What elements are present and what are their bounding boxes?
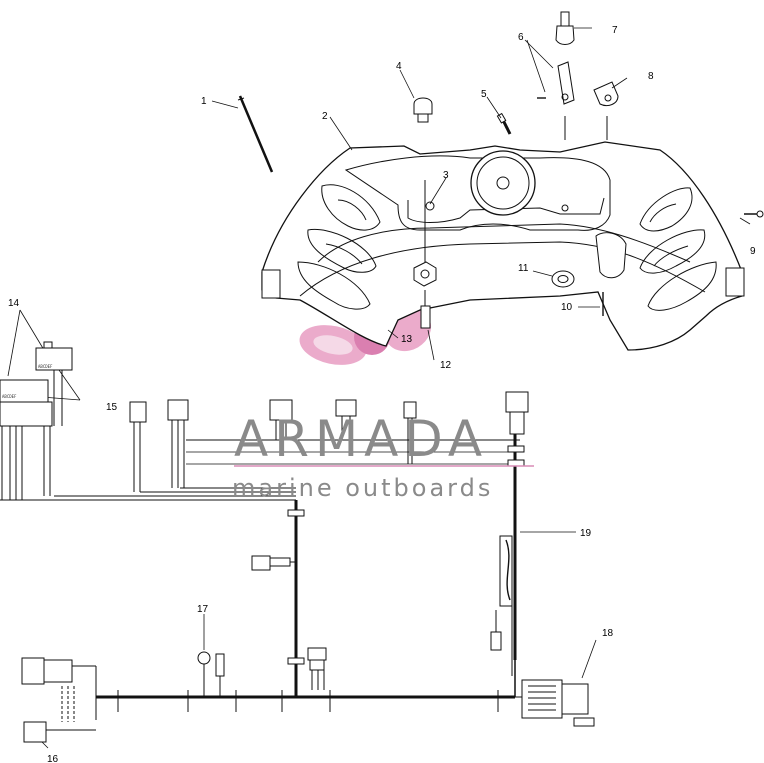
part-9-screw — [744, 210, 764, 218]
callout-11: 11 — [518, 263, 529, 274]
part-11-grommet — [551, 270, 575, 288]
armada-watermark: ARMADA marine outboards — [232, 410, 534, 502]
callout-12: 12 — [440, 360, 452, 371]
part-5-screw — [496, 112, 512, 135]
callout-7: 7 — [612, 25, 618, 36]
callout-9: 9 — [750, 246, 756, 257]
connector-code-b: ABCDEF — [2, 394, 17, 399]
part-4-grommet — [413, 97, 433, 123]
callout-17: 17 — [197, 604, 209, 615]
leader-lines — [7, 27, 751, 749]
callout-1: 1 — [201, 96, 207, 107]
callout-19: 19 — [580, 528, 592, 539]
part-7-knob — [555, 11, 575, 45]
callout-2: 2 — [322, 111, 328, 122]
callout-10: 10 — [561, 302, 573, 313]
callout-labels: 1 2 3 4 5 6 7 8 9 10 11 12 13 14 15 16 1… — [8, 25, 756, 763]
watermark-tagline: marine outboards — [232, 474, 493, 502]
callout-13: 13 — [401, 334, 413, 345]
connector-group-15 — [129, 391, 529, 492]
part-12-fuse — [420, 290, 431, 329]
callout-16: 16 — [47, 754, 59, 763]
callout-6: 6 — [518, 32, 524, 43]
callout-14: 14 — [8, 298, 20, 309]
watermark-brand: ARMADA — [234, 410, 488, 468]
connector-code-a: ABCDEF — [38, 364, 53, 369]
part-3-nut — [413, 180, 437, 287]
part-1-cable — [237, 95, 274, 173]
part-8-clip — [593, 81, 619, 107]
part-6-bolt — [537, 61, 575, 105]
callout-15: 15 — [106, 402, 118, 413]
console-shroud — [261, 116, 745, 351]
callout-5: 5 — [481, 89, 487, 100]
wiring-harness — [0, 410, 595, 743]
connector-group-14 — [0, 341, 73, 500]
callout-3: 3 — [443, 170, 449, 181]
callout-4: 4 — [396, 61, 402, 72]
callout-8: 8 — [648, 71, 654, 82]
callout-18: 18 — [602, 628, 614, 639]
